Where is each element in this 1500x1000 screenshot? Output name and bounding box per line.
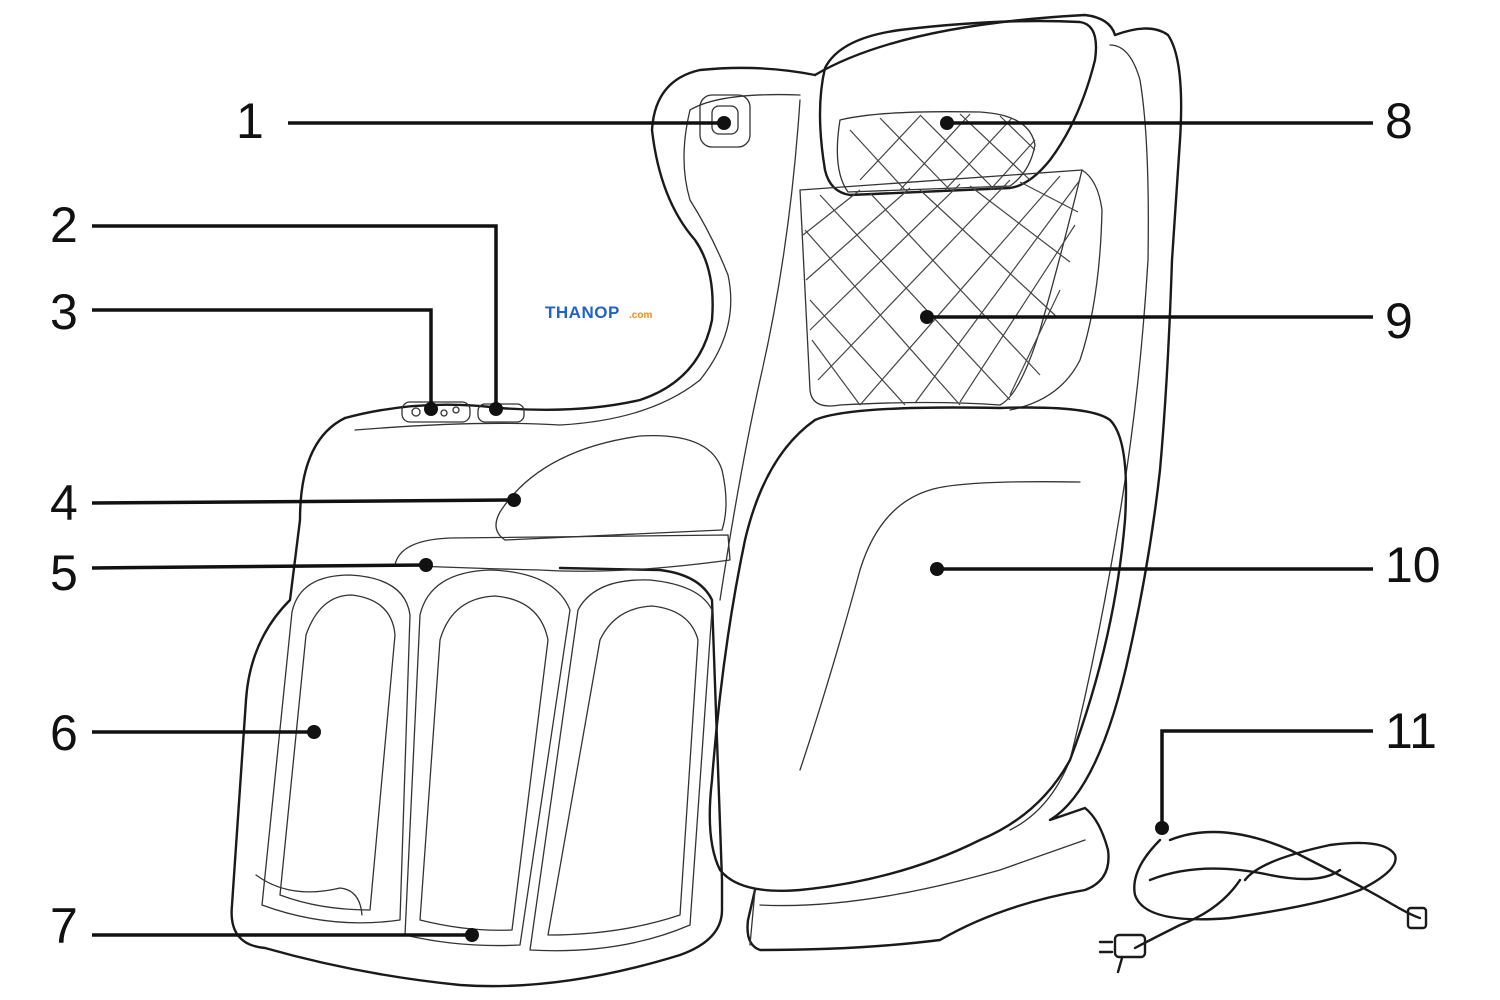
callout-label: 1: [236, 93, 264, 149]
callout-label: 7: [50, 898, 78, 954]
callout-dot: [940, 116, 954, 130]
side-panel: [343, 66, 817, 420]
watermark-logo: THANOP .com: [545, 303, 652, 322]
callout-5: 5: [50, 545, 433, 601]
callout-dot: [465, 928, 479, 942]
backrest-frame-line: [719, 99, 801, 601]
callout-3: 3: [50, 284, 438, 416]
callout-dot: [930, 562, 944, 576]
seat-front-edge: [394, 534, 731, 572]
callout-1: 1: [236, 93, 731, 149]
callout-label: 2: [50, 197, 78, 253]
callout-dot: [419, 558, 433, 572]
callout-2: 2: [50, 197, 503, 416]
arm-airbag-cushion: [495, 434, 727, 541]
upper-side-button: [699, 94, 751, 148]
back-cushion: [799, 169, 1083, 407]
callout-4: 4: [50, 475, 521, 531]
seat-cushion-seam: [799, 481, 1081, 771]
base-skirt: [759, 839, 1086, 907]
seat-cushion: [708, 406, 1128, 892]
callout-6: 6: [50, 705, 321, 761]
callout-dot: [489, 402, 503, 416]
armrest-controls: [401, 401, 525, 423]
base-foot: [749, 889, 756, 946]
callout-label: 6: [50, 705, 78, 761]
callout-label: 3: [50, 284, 78, 340]
callout-dot: [307, 725, 321, 739]
watermark-tld: .com: [629, 310, 652, 321]
watermark-brand: THANOP: [545, 303, 620, 322]
back-cushion-quilt-pattern: [802, 175, 1081, 406]
calf-massager-left: [255, 574, 411, 924]
callout-8: 8: [940, 93, 1413, 149]
leg-rest-housing: [230, 416, 724, 988]
side-panel-inner: [354, 93, 801, 431]
callout-label: 11: [1385, 703, 1437, 759]
callout-label: 5: [50, 545, 78, 601]
callout-dot: [507, 493, 521, 507]
callout-label: 10: [1385, 537, 1441, 593]
callout-9: 9: [920, 293, 1413, 349]
callout-label: 9: [1385, 293, 1413, 349]
massage-chair-illustration: [230, 13, 1183, 988]
backrest-side-inner: [1009, 44, 1149, 831]
calf-massager-right: [404, 569, 571, 947]
callout-dot: [717, 116, 731, 130]
callout-label: 4: [50, 475, 78, 531]
callout-dot: [920, 310, 934, 324]
callout-11: 11: [1155, 703, 1437, 835]
callout-10: 10: [930, 537, 1441, 593]
callout-dot: [1155, 821, 1169, 835]
shoulder-bolster: [1009, 169, 1103, 411]
callout-label: 8: [1385, 93, 1413, 149]
callout-dot: [424, 402, 438, 416]
foot-massager-right: [529, 579, 713, 952]
power-cord: [1098, 830, 1428, 974]
backrest-shell: [746, 13, 1183, 952]
callout-7: 7: [50, 898, 479, 954]
headrest-pillow: [818, 19, 1098, 197]
